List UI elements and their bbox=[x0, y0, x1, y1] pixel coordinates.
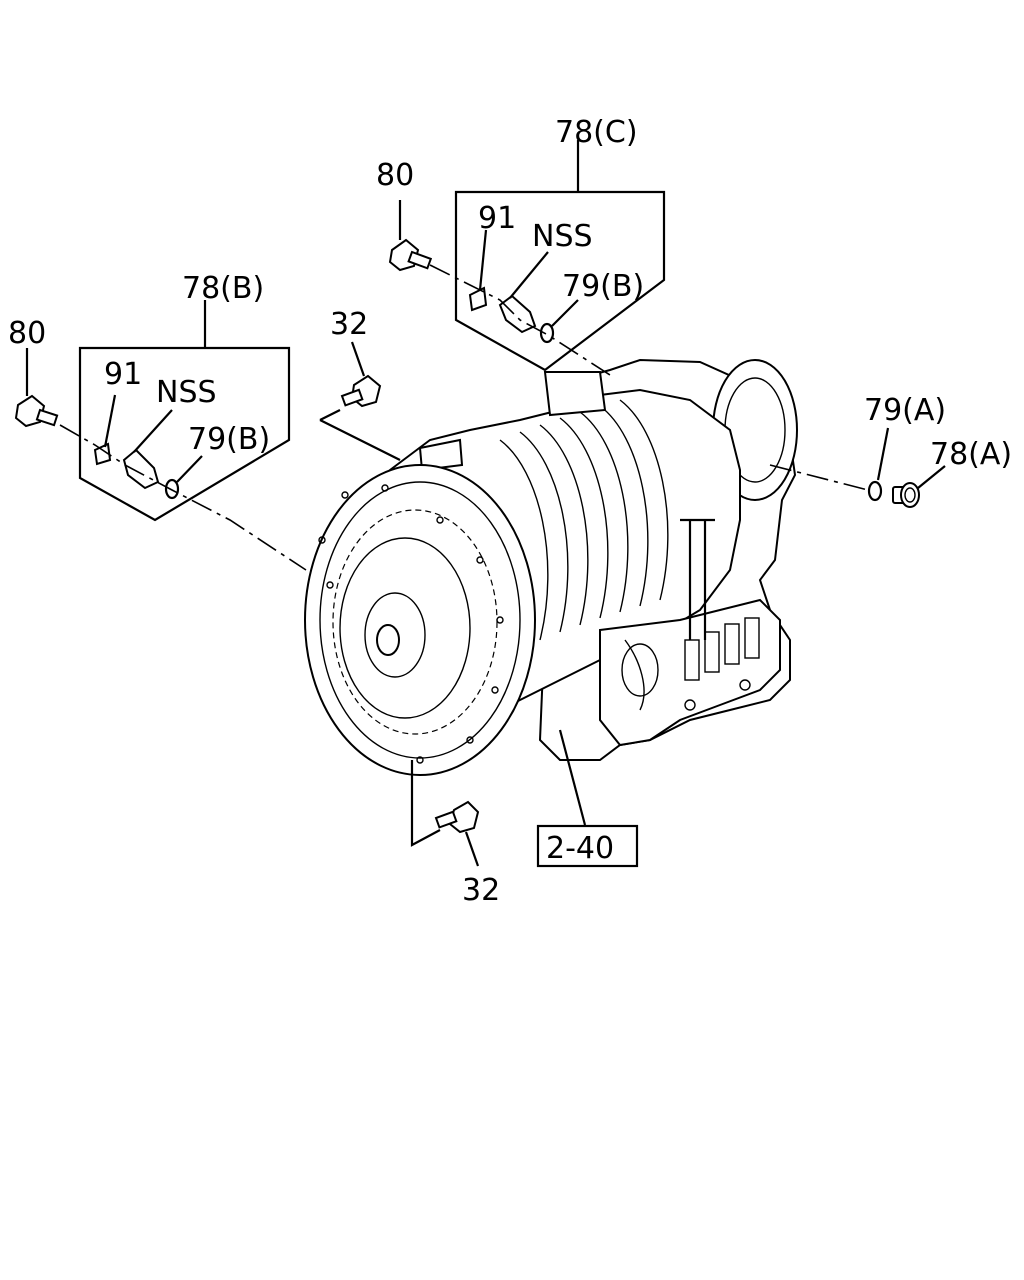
oring-79b-c-label: 79(B) bbox=[562, 269, 644, 304]
bolt-32-bottom-group: 32 bbox=[410, 760, 500, 908]
plug-78a-label: 78(A) bbox=[930, 437, 1012, 472]
transmission-assembly bbox=[304, 358, 798, 776]
clip-91-c-label: 91 bbox=[478, 201, 516, 236]
kit-c-group: 78(C) 80 91 NSS 79(B) bbox=[376, 115, 666, 376]
bolt-80-b bbox=[14, 348, 59, 428]
bolt-32-top-group: 32 bbox=[319, 307, 401, 461]
kit-b-group: 78(B) 80 91 NSS 79(B) bbox=[8, 271, 307, 571]
valve-body-detail bbox=[684, 617, 760, 711]
sensor-nss-c-label: NSS bbox=[532, 219, 593, 254]
reference-box: 2-40 bbox=[536, 729, 639, 868]
sensor-nss-c bbox=[498, 294, 537, 334]
bell-housing-bolt-holes bbox=[318, 484, 504, 764]
clip-91-b-label: 91 bbox=[104, 357, 142, 392]
bolt-32-top-label: 32 bbox=[330, 307, 368, 342]
bolt-32-bottom-label: 32 bbox=[462, 873, 500, 908]
bolt-80-c-label: 80 bbox=[376, 158, 414, 193]
oring-79b-c bbox=[539, 322, 555, 344]
plug-a-group: 79(A) 78(A) bbox=[769, 393, 1012, 508]
oring-79b-b bbox=[164, 478, 180, 500]
oring-79a-label: 79(A) bbox=[864, 393, 946, 428]
oring-79a bbox=[867, 480, 883, 502]
bolt-80-b-label: 80 bbox=[8, 316, 46, 351]
clip-91-b bbox=[93, 442, 112, 466]
kit-b-label: 78(B) bbox=[182, 271, 264, 306]
reference-label: 2-40 bbox=[546, 831, 614, 866]
sensor-nss-b-label: NSS bbox=[156, 375, 217, 410]
kit-c-label: 78(C) bbox=[555, 115, 638, 150]
oring-79b-b-label: 79(B) bbox=[188, 422, 270, 457]
plug-78a bbox=[892, 482, 920, 508]
sensor-nss-b bbox=[122, 448, 160, 490]
bolt-80-c bbox=[388, 200, 433, 272]
